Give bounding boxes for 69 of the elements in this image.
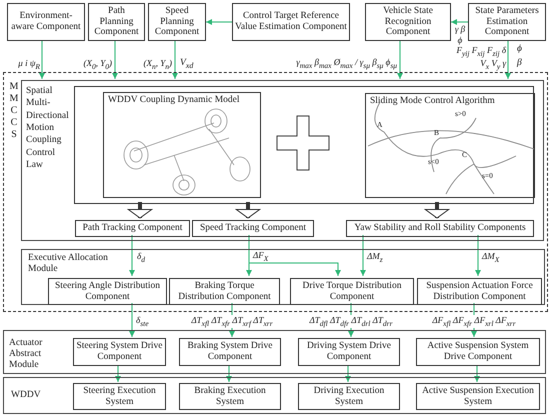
edge-label: (X$_{0}$, Y$_{0}$) <box>82 58 112 71</box>
component-box: Suspension Actuation Force Distribution Component <box>417 278 542 305</box>
formula-label: ϕ <box>517 44 522 56</box>
component-box: Speed Planning Component <box>148 3 206 41</box>
component-box: Yaw Stability and Roll Stability Components <box>346 220 534 237</box>
arrow <box>345 364 351 382</box>
component-box: Path Planning Component <box>88 3 145 41</box>
arrow <box>115 364 121 382</box>
component-box: Steering System Drive Component <box>73 338 166 366</box>
arrow <box>172 40 178 80</box>
component-box: WDDV Coupling Dynamic Model <box>103 92 261 198</box>
block-arrow <box>128 202 152 218</box>
arrow <box>39 40 45 80</box>
panel-title: WDDV <box>11 390 42 401</box>
vertical-title: MMCCS <box>8 81 20 141</box>
arrow <box>450 19 468 25</box>
edge-label: ΔM$_{X}$ <box>482 251 500 264</box>
arrow <box>248 234 341 276</box>
component-box: Drive Torque Distribution Component <box>290 278 414 305</box>
edge-label: γ$_{max}$ β$_{max}$ Ø$_{max}$ / γ$_{sμ}$ β$_{sμ}$ ϕ$_{sμ}$ <box>295 57 397 70</box>
panel-title: Actuator Abstract Module <box>9 338 44 371</box>
component-box: Active Suspension System Drive Component <box>416 338 540 366</box>
dashed-boundary <box>3 72 548 312</box>
module-panel <box>3 330 546 374</box>
panel-title: Executive Allocation Module <box>28 253 109 275</box>
arrow <box>475 234 481 276</box>
edge-label: ΔF$_{xfl}$ ΔF$_{xfr}$ ΔF$_{xrl}$ ΔF$_{xrr}$ <box>431 315 517 328</box>
component-box: Steering Angle Distribution Component <box>48 278 167 305</box>
arrow <box>505 40 511 80</box>
arrow <box>397 40 403 80</box>
module-panel <box>3 377 546 414</box>
panel-title: Spatial Multi-Directional Motion Coupling Control Law <box>26 85 70 172</box>
edge-label: ΔT$_{dfl}$ ΔT$_{dfr}$ ΔT$_{drl}$ ΔT$_{drr}$ <box>308 315 394 328</box>
component-box: Braking Execution System <box>179 383 281 410</box>
arrow <box>474 364 480 382</box>
component-box: Steering Execution System <box>73 383 166 410</box>
arrow <box>206 19 232 25</box>
edge-label: (X$_{n}$, Y$_{n}$) <box>142 58 172 71</box>
component-box: Braking Torque Distribution Component <box>169 278 280 305</box>
edge-label: F$_{yij}$ F$_{xij}$ F$_{zij}$ δ V$_{x}$ V$_{y}$ γ <box>455 45 506 71</box>
component-box: State Parameters Estimation Component <box>468 3 546 41</box>
arrow <box>112 40 118 80</box>
component-box: Driving System Drive Component <box>298 338 400 366</box>
edge-label: δ$_{ste}$ <box>136 315 150 328</box>
panel-frame <box>74 86 534 204</box>
arrow <box>129 302 135 338</box>
edge-label: ΔT$_{xfl}$ ΔT$_{xfr}$ ΔT$_{xrf}$ ΔT$_{xrr}$ <box>190 315 274 328</box>
component-box: Braking System Drive Component <box>179 338 281 366</box>
component-box: Driving Execution System <box>298 383 400 410</box>
arrow <box>129 234 135 276</box>
component-box: Active Suspension Execution System <box>416 383 540 410</box>
edge-label: δ$_{d}$ <box>137 251 146 264</box>
block-arrow <box>424 202 450 218</box>
component-box: Vehicle State Recognition Component <box>365 3 451 41</box>
component-box: Path Tracking Component <box>75 220 190 237</box>
component-box: Speed Tracking Component <box>192 220 314 237</box>
edge-label: ΔF$_{X}$ <box>253 250 270 263</box>
block-arrow <box>236 202 260 218</box>
component-box: Environment-aware Component <box>7 3 85 41</box>
edge-label: ΔM$_{z}$ <box>367 251 384 264</box>
formula-label: β <box>517 58 522 70</box>
module-panel <box>21 249 545 305</box>
edge-label: γ β ϕ <box>454 24 466 46</box>
component-box: Control Target Reference Value Estimation Component <box>232 3 350 41</box>
arrow <box>226 364 232 382</box>
formula-label: V$_{xd}$ <box>180 58 194 70</box>
arrow <box>360 234 366 276</box>
edge-label: μ i ψ$_{R}$ <box>17 58 40 71</box>
module-panel <box>21 80 544 241</box>
